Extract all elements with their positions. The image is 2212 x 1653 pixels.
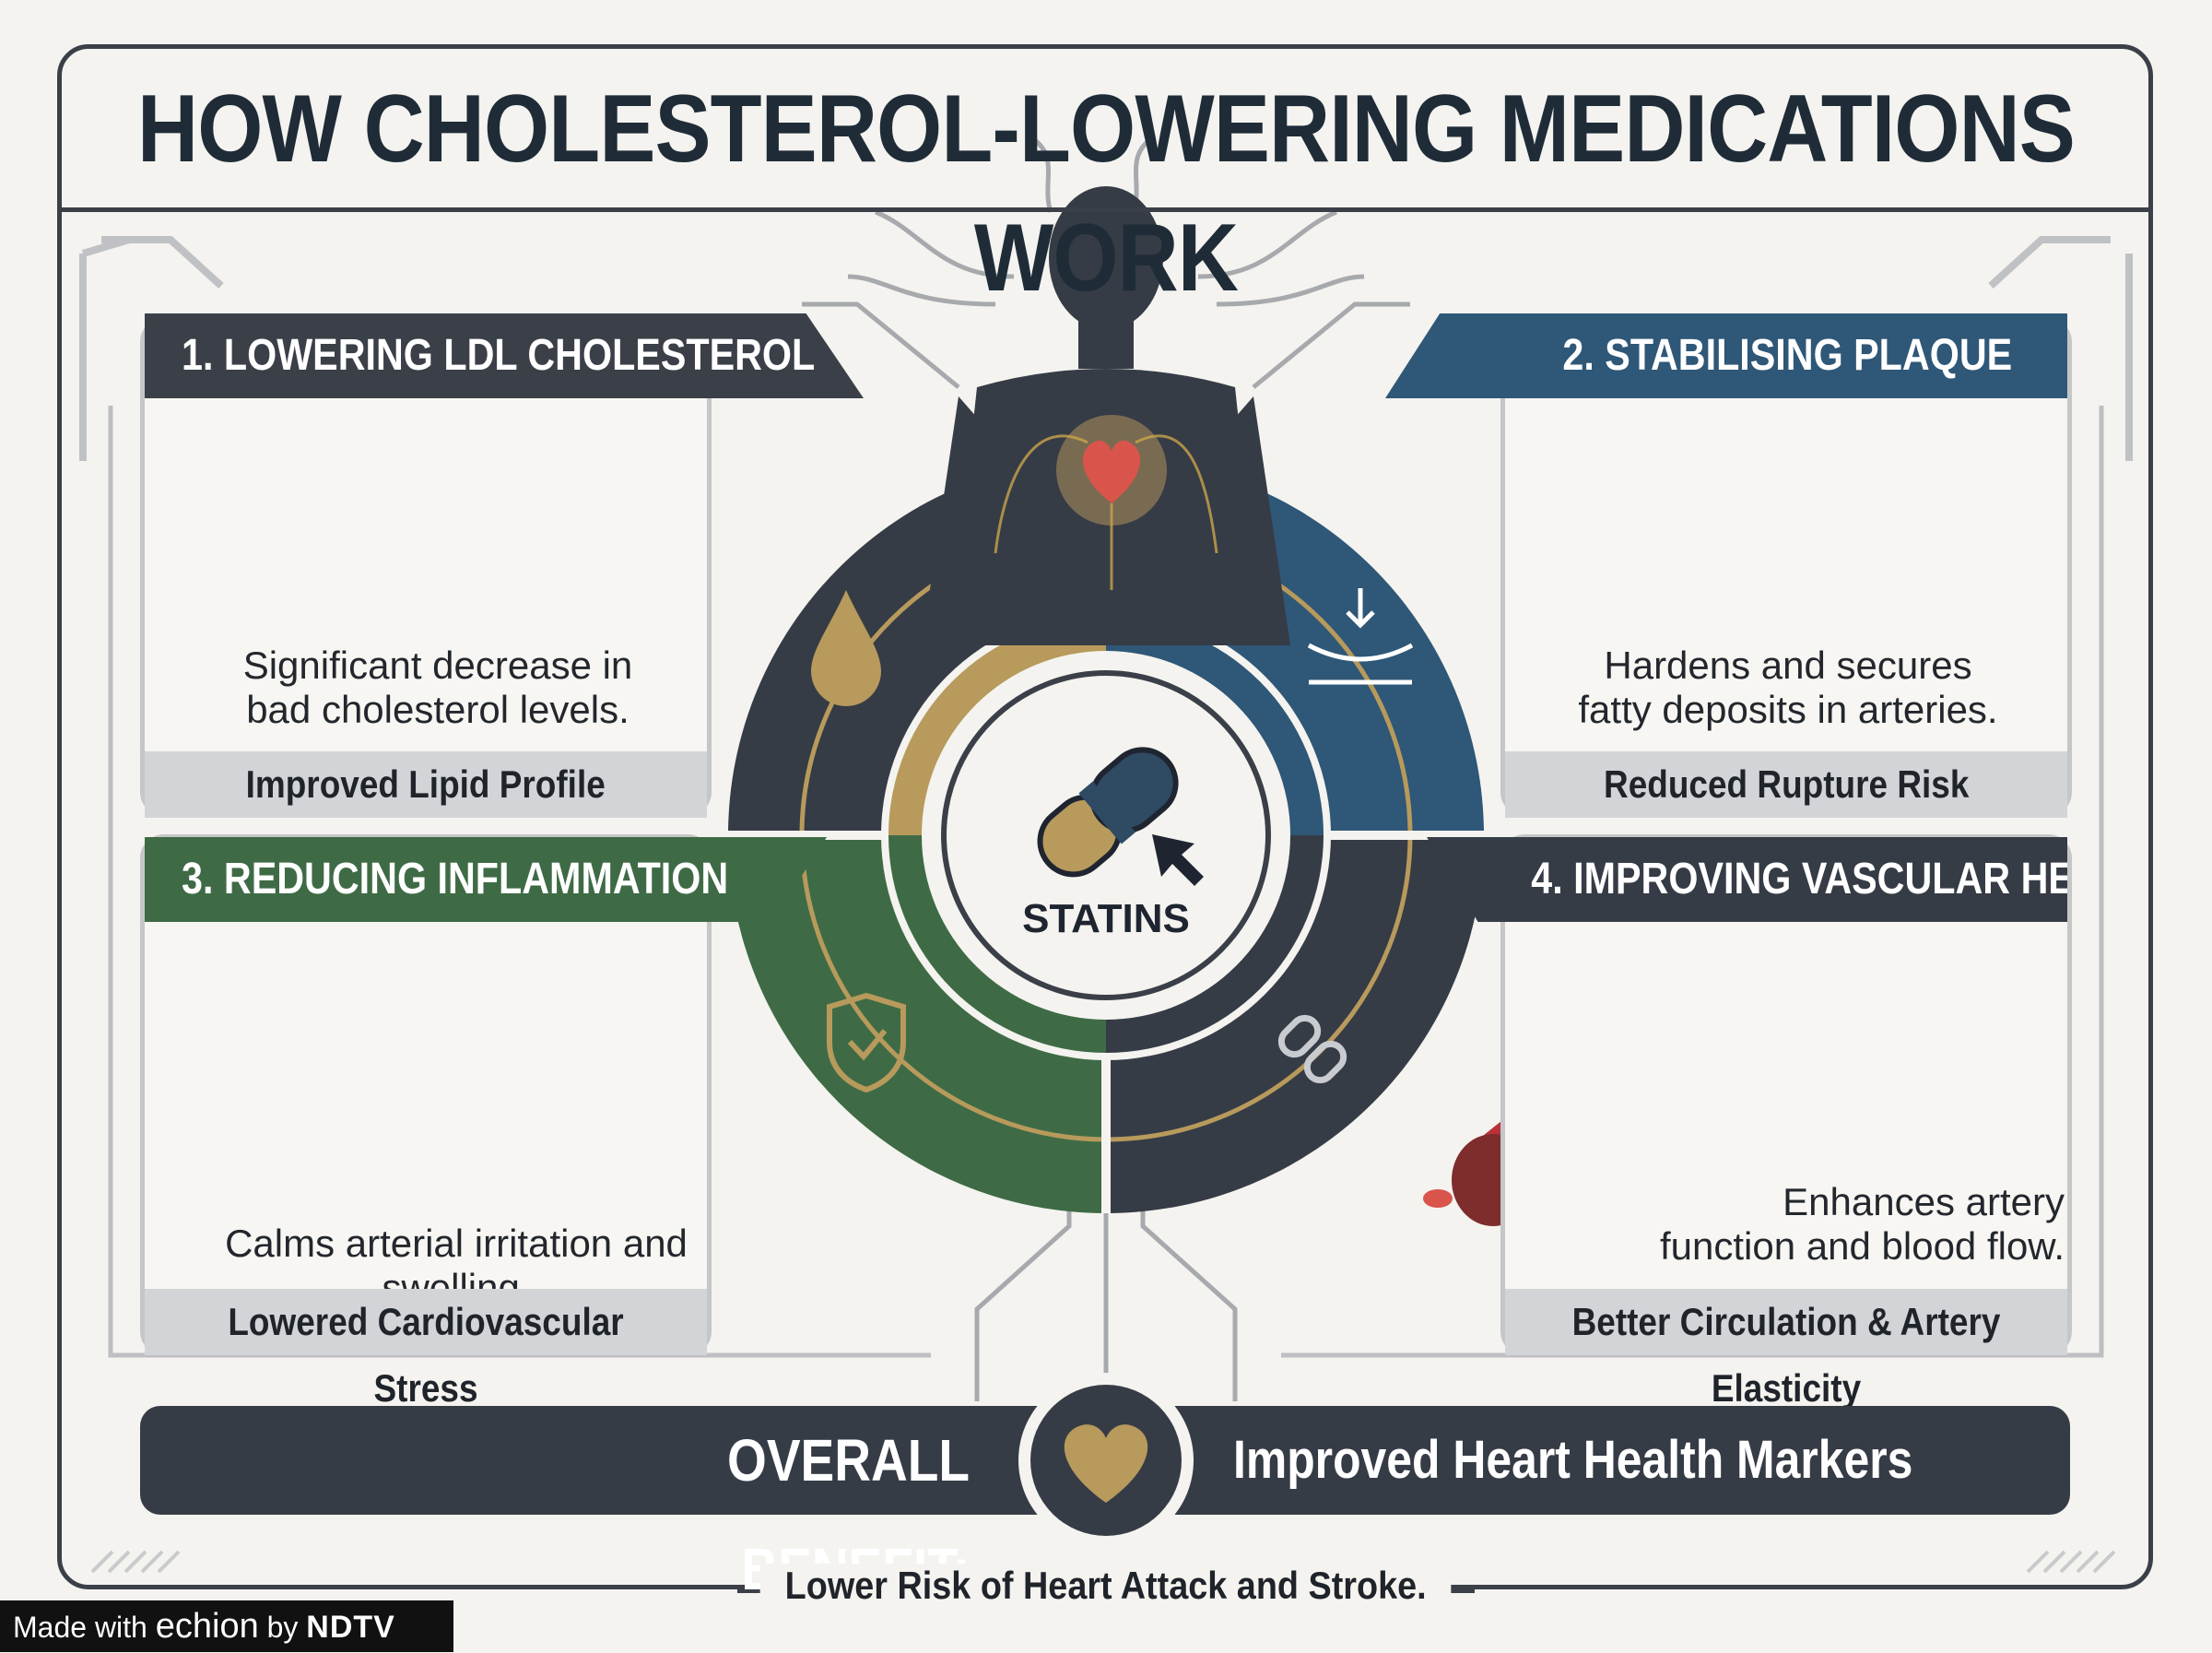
capsule-icon: [1037, 747, 1179, 878]
hatch-bottom-right: [2026, 1550, 2116, 1574]
center-label: STATINS: [1022, 896, 1190, 941]
badge-partner: NDTV: [306, 1610, 395, 1645]
badge-by: by: [266, 1611, 299, 1644]
shield-check-icon: [827, 992, 906, 1093]
cursor-icon: [1152, 834, 1204, 886]
made-with-badge: Made with echion by NDTV: [0, 1600, 453, 1652]
section-heading-3: 3. REDUCING INFLAMMATION: [145, 837, 827, 922]
section-footer-4: Better Circulation & Artery Elasticity: [1505, 1289, 2067, 1410]
page-title: HOW CHOLESTEROL-LOWERING MEDICATIONS WOR…: [137, 76, 2076, 312]
corner-ornament-top-right: [1988, 236, 2133, 461]
overall-benefit-label: OVERALL BENEFIT:: [727, 1427, 970, 1602]
section-footer-3: Lowered Cardiovascular Stress: [145, 1289, 707, 1410]
heart-icon: [1056, 415, 1167, 525]
chain-link-icon: [1277, 1014, 1347, 1084]
droplet-icon: [811, 590, 881, 706]
title-divider: [57, 207, 2153, 212]
section-footer-1: Improved Lipid Profile: [145, 751, 707, 818]
section-description-4: Enhances artery function and blood flow.: [1660, 1180, 2065, 1268]
plaque-compress-icon: [1307, 588, 1414, 685]
panel-connectors: [108, 406, 2104, 1358]
section-heading-4: 4. IMPROVING VASCULAR HEALTH: [1427, 837, 2067, 922]
vessel-lines: [994, 434, 1218, 590]
badge-brand: echion: [155, 1607, 259, 1646]
corner-ornament-top-left: [79, 236, 224, 461]
human-silhouette: [922, 186, 1290, 645]
badge-prefix: Made with: [13, 1611, 147, 1644]
section-heading-1: 1. LOWERING LDL CHOLESTEROL: [145, 313, 864, 398]
bottom-line: Lower Risk of Heart Attack and Stroke.: [0, 1564, 2212, 1608]
section-description-1: Significant decrease in bad cholesterol …: [242, 643, 633, 731]
section-heading-2: 2. STABILISING PLAQUE: [1385, 313, 2067, 398]
section-footer-2: Reduced Rupture Risk: [1505, 751, 2067, 818]
hatch-bottom-left: [90, 1550, 181, 1574]
overall-benefit-value: Improved Heart Health Markers: [1233, 1430, 1913, 1490]
panel-lowering-ldl: [140, 318, 712, 816]
panel-stabilising-plaque: [1500, 318, 2072, 816]
section-description-2: Hardens and secures fatty deposits in ar…: [1578, 643, 1998, 731]
